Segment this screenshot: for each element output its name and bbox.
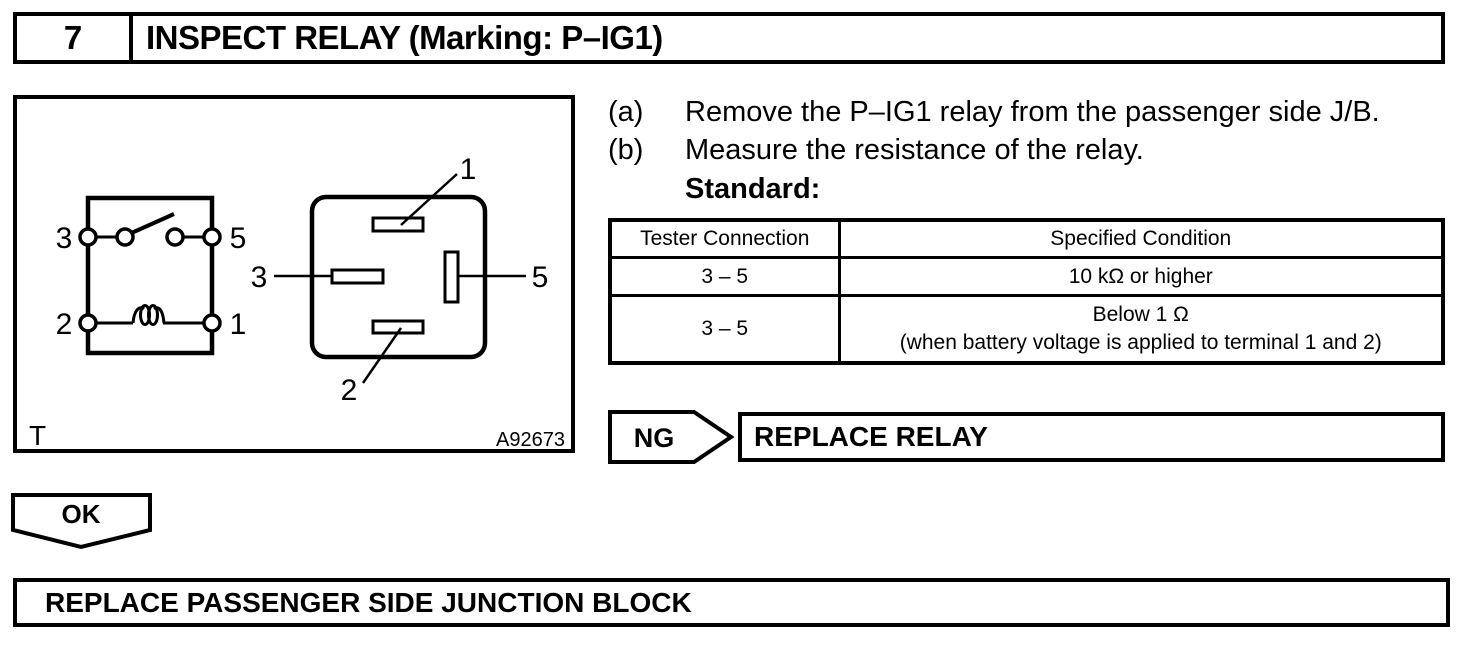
switch-arm-icon [126,212,175,237]
step-b-label: (b) [608,134,644,166]
table-header-row: Tester Connection Specified Condition [608,218,1445,259]
relay-figure: 3 5 2 1 1 3 5 2 T A92673 [13,95,575,453]
connector-label-3: 3 [251,261,268,294]
condition-line-2: (when battery voltage is applied to term… [899,331,1382,354]
leader-line-2 [361,327,403,384]
cell-connection: 3 – 5 [608,256,841,297]
cell-connection: 3 – 5 [608,294,841,365]
col-header-specified-condition: Specified Condition [837,218,1445,259]
step-b: (b) Measure the resistance of the relay. [608,131,1144,169]
pin-slot-3 [330,268,385,285]
step-number: 7 [17,16,133,60]
step-header-bar: 7 INSPECT RELAY (Marking: P–IG1) [13,12,1445,64]
switch-contact-node [165,227,185,247]
ng-label: NG [634,423,675,453]
switch-pivot-node [115,227,135,247]
terminal-node-1 [202,313,222,333]
schematic-outline [85,195,215,356]
ok-label: OK [62,499,101,529]
standard-heading: Standard: [685,173,821,205]
step-a-text: Remove the P–IG1 relay from the passenge… [685,96,1380,128]
connector-label-1: 1 [460,153,477,186]
connector-label-5: 5 [532,261,549,294]
leader-line-1 [400,173,458,226]
ng-action-box: REPLACE RELAY [738,412,1445,462]
table-row: 3 – 5 10 kΩ or higher [608,256,1445,297]
relay-schematic [78,195,222,356]
terminal-node-3 [78,227,98,247]
ng-arrow-shape: NG [608,410,735,464]
relay-connector-view [274,173,526,384]
terminal-node-5 [202,227,222,247]
coil-loop-2 [147,304,159,326]
step-a: (a) Remove the P–IG1 relay from the pass… [608,93,1380,131]
pin-slot-1 [371,216,425,233]
figure-corner-label: T [29,420,46,451]
step-b-text: Measure the resistance of the relay. [685,134,1144,166]
condition-line-1: Below 1 Ω [1092,303,1189,326]
cell-condition: Below 1 Ω (when battery voltage is appli… [837,294,1445,365]
figure-border [13,95,575,453]
connector-label-2: 2 [341,374,358,407]
step-title: INSPECT RELAY (Marking: P–IG1) [146,19,663,56]
ok-arrow-shape: OK [11,493,152,550]
figure-code: A92673 [496,429,565,451]
table-row: 3 – 5 Below 1 Ω (when battery voltage is… [608,294,1445,365]
schematic-label-5: 5 [230,222,247,255]
terminal-node-2 [78,313,98,333]
step-a-label: (a) [608,96,644,128]
spec-table: Tester Connection Specified Condition 3 … [608,218,1445,365]
schematic-label-1: 1 [230,308,247,341]
pin-slot-5 [443,250,460,304]
schematic-label-3: 3 [56,222,73,255]
col-header-tester-connection: Tester Connection [608,218,841,259]
cell-condition: 10 kΩ or higher [837,256,1445,297]
schematic-label-2: 2 [56,308,73,341]
ok-action-box: REPLACE PASSENGER SIDE JUNCTION BLOCK [13,578,1450,627]
